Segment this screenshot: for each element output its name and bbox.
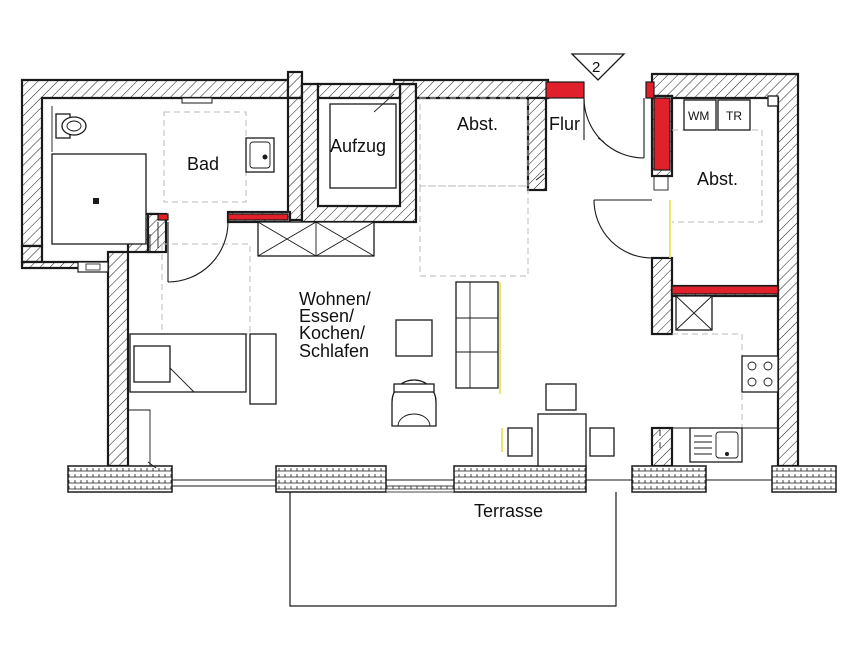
dryer-label: TR [726,109,742,123]
room-label-abst-left: Abst. [457,114,498,134]
new-walls-red [157,81,779,295]
shower-drain [93,198,99,204]
sofa [455,281,499,389]
cabinets-crossed [257,221,713,331]
room-label-terrasse: Terrasse [474,501,543,521]
dining [507,383,615,467]
wardrobe [249,333,277,405]
room-label-wohnen-2: Essen/ [299,306,354,326]
doors [167,97,669,283]
elevator [329,93,397,189]
yellow-accents [499,200,671,452]
bathroom-fixtures [51,97,275,273]
stove-icon [741,355,779,393]
room-label-aufzug: Aufzug [330,136,386,156]
washer-label: WM [688,109,709,123]
entrance-number: 2 [592,59,600,76]
laundry [683,95,779,131]
armchair-icon [391,379,437,427]
room-label-wohnen-4: Schlafen [299,341,369,361]
kitchen [672,355,779,463]
dining-table [537,413,587,467]
side-table [395,319,433,357]
room-label-abst-right: Abst. [697,169,738,189]
room-label-flur: Flur [549,114,580,134]
bed [129,333,277,405]
room-label-wohnen-1: Wohnen/ [299,289,371,309]
terrace [289,492,617,607]
dryer-icon [717,99,751,131]
washer-icon [683,99,717,131]
elevator-car [329,103,397,189]
living-furniture [391,281,499,427]
misc [128,409,661,469]
entrance-marker [570,53,626,81]
room-label-wohnen-3: Kochen/ [299,323,365,343]
room-label-bad: Bad [187,154,219,174]
